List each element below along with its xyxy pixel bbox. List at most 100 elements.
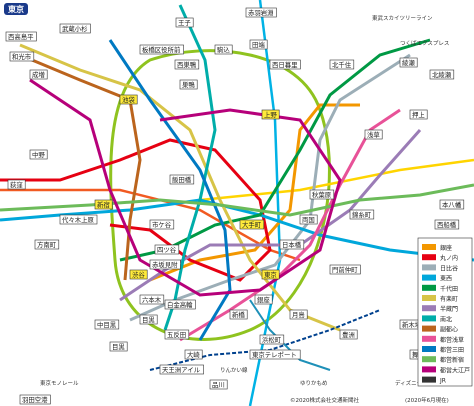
station-47[interactable]: 門前仲町 <box>329 264 361 275</box>
station-label: 中目黒 <box>97 320 117 329</box>
station-label: 西高島平 <box>8 32 34 41</box>
station-12[interactable]: 北千住 <box>329 59 355 70</box>
station-box <box>329 264 361 275</box>
station-box <box>164 299 196 310</box>
station-box <box>59 214 98 225</box>
station-box <box>109 341 128 352</box>
station-box <box>349 209 375 220</box>
station-5[interactable]: 和光市 <box>9 51 35 62</box>
station-19[interactable]: 新宿 <box>94 199 113 210</box>
label-monorail: 東京モノレール <box>40 379 79 387</box>
station-26[interactable]: 大崎 <box>184 349 203 360</box>
station-label: 綾瀬 <box>402 58 415 67</box>
station-56[interactable]: 目黒 <box>109 341 128 352</box>
station-box <box>259 334 285 345</box>
station-label: 東京テレポート <box>252 350 297 359</box>
station-45[interactable]: 天王洲アイル <box>159 364 204 375</box>
station-label: 門前仲町 <box>332 265 358 274</box>
station-49[interactable]: 両国 <box>299 214 318 225</box>
station-label: 四ツ谷 <box>157 245 177 254</box>
station-29[interactable]: 方南町 <box>34 239 60 250</box>
station-54[interactable]: 六本木 <box>139 294 165 305</box>
station-box <box>279 239 305 250</box>
station-10[interactable]: 田端 <box>249 39 268 50</box>
mita-line <box>108 39 232 341</box>
station-label: 飯田橋 <box>172 175 192 184</box>
station-28[interactable]: 荻窪 <box>7 179 26 190</box>
station-3[interactable]: 西高島平 <box>5 31 37 42</box>
station-label: 豊洲 <box>342 330 355 339</box>
station-31[interactable]: 中目黒 <box>94 319 120 330</box>
station-8[interactable]: 巣鴨 <box>179 79 198 90</box>
station-label: 新宿 <box>97 200 110 209</box>
station-27[interactable]: 中野 <box>29 149 48 160</box>
station-label: 池袋 <box>122 95 135 104</box>
copyright-text: ©2020株式会社交通新聞社 <box>290 396 359 404</box>
station-7[interactable]: 西巣鴨 <box>174 59 200 70</box>
station-box <box>129 269 148 280</box>
station-21[interactable]: 東京 <box>261 269 280 280</box>
legend-label: 都営大江戸 <box>440 366 470 374</box>
station-17[interactable]: 上野 <box>261 109 280 120</box>
station-43[interactable]: 東京テレポート <box>249 349 301 360</box>
station-53[interactable]: 赤坂見附 <box>149 259 181 270</box>
station-48[interactable]: 錦糸町 <box>349 209 375 220</box>
station-50[interactable]: 飯田橋 <box>169 174 195 185</box>
station-34[interactable]: 銀座 <box>254 294 273 305</box>
jr-keihin-line <box>248 0 282 406</box>
station-box <box>29 69 48 80</box>
station-9[interactable]: 駒込 <box>214 44 233 55</box>
station-label: 西巣鴨 <box>177 60 197 69</box>
station-22[interactable]: 大手町 <box>239 219 265 230</box>
station-label: 和光市 <box>12 52 32 61</box>
label-tsukuba-express: つくばエクスプレス <box>400 39 449 47</box>
station-32[interactable]: 秋葉原 <box>309 189 335 200</box>
date-text: (2020年6月現在) <box>405 396 449 404</box>
station-box <box>329 59 355 70</box>
station-18[interactable]: 池袋 <box>119 94 138 105</box>
station-14[interactable]: 北綾瀬 <box>429 69 455 80</box>
station-39[interactable]: 西船橋 <box>434 219 460 230</box>
legend-swatch <box>422 335 436 342</box>
station-25[interactable]: 五反田 <box>164 329 190 340</box>
station-35[interactable]: 新橋 <box>229 309 248 320</box>
station-24[interactable]: 目黒 <box>139 314 158 325</box>
station-51[interactable]: 市ケ谷 <box>149 219 175 230</box>
legend-swatch <box>422 356 436 363</box>
station-36[interactable]: 浜松町 <box>259 334 285 345</box>
station-box <box>149 259 181 270</box>
station-box <box>94 319 120 330</box>
legend-label: 都営三田 <box>440 346 464 354</box>
station-label: 成増 <box>32 70 45 79</box>
station-0[interactable]: 赤羽岩淵 <box>245 7 277 18</box>
station-23[interactable]: 品川 <box>209 379 228 390</box>
station-55[interactable]: 白金高輪 <box>164 299 196 310</box>
station-13[interactable]: 綾瀬 <box>399 57 418 68</box>
station-label: 月島 <box>292 310 305 319</box>
legend-swatch <box>422 284 436 291</box>
station-box <box>254 294 273 305</box>
station-4[interactable]: 成増 <box>29 69 48 80</box>
station-16[interactable]: 浅草 <box>364 129 383 140</box>
station-2[interactable]: 武蔵小杉 <box>59 23 91 34</box>
station-box <box>159 364 204 375</box>
station-label: 王子 <box>178 19 191 27</box>
station-6[interactable]: 板橋区役所前 <box>139 44 184 55</box>
station-30[interactable]: 代々木上原 <box>59 214 98 225</box>
station-46[interactable]: 月島 <box>289 309 308 320</box>
station-1[interactable]: 王子 <box>175 17 194 28</box>
station-label: 羽田空港 <box>22 395 48 404</box>
station-37[interactable]: 豊洲 <box>339 329 358 340</box>
station-box <box>239 219 265 230</box>
station-box <box>139 314 158 325</box>
jr-yamanote-line <box>109 49 331 341</box>
station-41[interactable]: 本八幡 <box>439 199 465 210</box>
station-20[interactable]: 渋谷 <box>129 269 148 280</box>
station-15[interactable]: 押上 <box>409 109 428 120</box>
legend-swatch <box>422 254 436 261</box>
station-44[interactable]: 羽田空港 <box>19 394 51 405</box>
station-33[interactable]: 日本橋 <box>279 239 305 250</box>
station-52[interactable]: 四ツ谷 <box>154 244 180 255</box>
station-11[interactable]: 西日暮里 <box>269 59 301 70</box>
